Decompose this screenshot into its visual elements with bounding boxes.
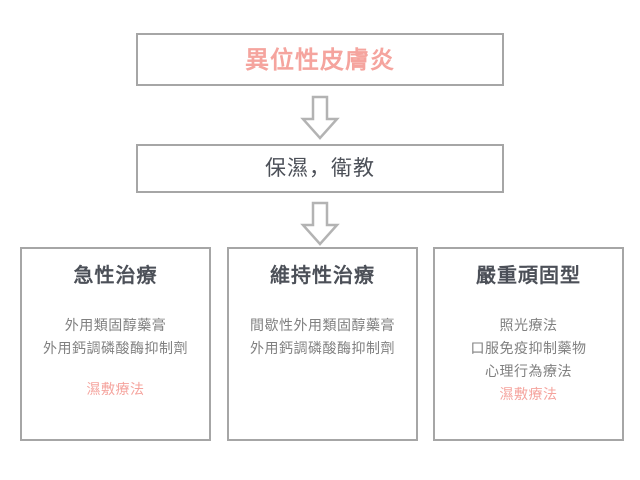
node-severe-refractory: 嚴重頑固型 照光療法 口服免疫抑制藥物 心理行為療法 濕敷療法 — [433, 247, 624, 441]
node-acute-treatment: 急性治療 外用類固醇藥膏 外用鈣調磷酸酶抑制劑 濕敷療法 — [20, 247, 211, 441]
node-acute-treatment-body: 外用類固醇藥膏 外用鈣調磷酸酶抑制劑 濕敷療法 — [22, 315, 209, 402]
node-acute-treatment-title: 急性治療 — [73, 263, 158, 287]
treatment-line: 口服免疫抑制藥物 — [470, 341, 587, 358]
node-maintenance-treatment-body: 間歇性外用類固醇藥膏 外用鈣調磷酸酶抑制劑 — [229, 315, 416, 361]
treatment-line: 照光療法 — [499, 318, 558, 334]
node-baseline: 保濕，衛教 — [136, 144, 504, 193]
treatment-line: 心理行為療法 — [485, 364, 572, 381]
arrow-down-icon — [297, 95, 343, 141]
node-maintenance-treatment: 維持性治療 間歇性外用類固醇藥膏 外用鈣調磷酸酶抑制劑 — [227, 247, 418, 441]
node-diagnosis: 異位性皮膚炎 — [136, 33, 504, 86]
node-maintenance-treatment-title: 維持性治療 — [270, 263, 375, 287]
treatment-line-accent: 濕敷療法 — [499, 387, 558, 404]
treatment-line: 外用類固醇藥膏 — [64, 318, 167, 334]
arrow-down-icon — [297, 201, 343, 247]
treatment-line: 外用鈣調磷酸酶抑制劑 — [250, 341, 395, 358]
node-baseline-title: 保濕，衛教 — [265, 156, 375, 180]
node-severe-refractory-title: 嚴重頑固型 — [476, 263, 581, 287]
treatment-line: 外用鈣調磷酸酶抑制劑 — [43, 341, 188, 358]
treatment-line-accent: 濕敷療法 — [86, 382, 145, 399]
node-severe-refractory-body: 照光療法 口服免疫抑制藥物 心理行為療法 濕敷療法 — [435, 315, 622, 407]
node-diagnosis-title: 異位性皮膚炎 — [245, 45, 395, 74]
treatment-line: 間歇性外用類固醇藥膏 — [250, 318, 395, 334]
